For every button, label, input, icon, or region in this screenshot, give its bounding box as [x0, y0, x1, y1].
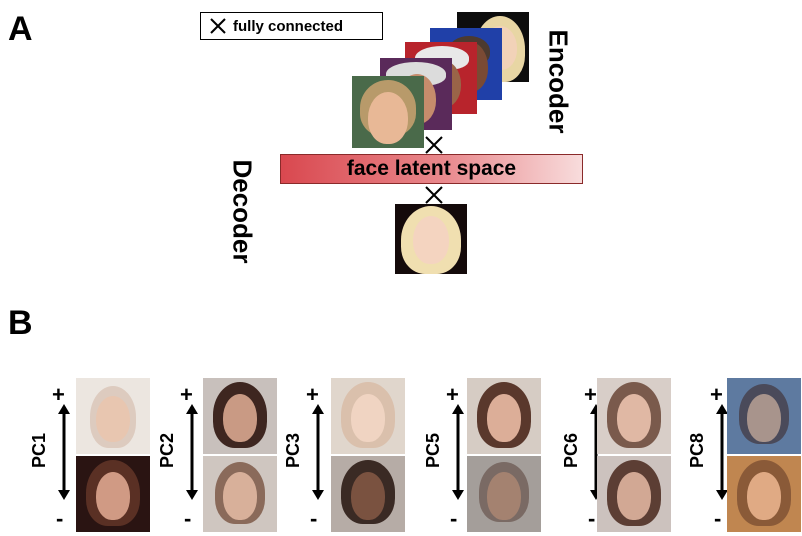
- pc1-axis-arrow: [58, 404, 70, 500]
- latent-label: face latent space: [346, 157, 517, 180]
- encoder-face-1: [352, 76, 424, 148]
- pc2-label: PC2: [157, 432, 178, 469]
- pc3-minus: -: [310, 506, 318, 531]
- pc6-plus: +: [584, 382, 597, 407]
- pc3-plus: +: [306, 382, 319, 407]
- pc3-axis-arrow: [312, 404, 324, 500]
- pc5-plus-face: [467, 378, 541, 454]
- fully-connected-icon-encoder: [425, 136, 443, 154]
- pc5-axis-arrow: [452, 404, 464, 500]
- pc8-minus-face: [727, 456, 801, 532]
- pc3-plus-face: [331, 378, 405, 454]
- fully-connected-icon-decoder: [425, 186, 443, 204]
- decoder-label: Decoder: [227, 159, 258, 264]
- pc8-axis-arrow: [716, 404, 728, 500]
- pc8-label: PC8: [687, 432, 708, 469]
- pc1-minus-face: [76, 456, 150, 532]
- pc8-plus-face: [727, 378, 801, 454]
- pc1-minus: -: [56, 506, 64, 531]
- pc2-minus-face: [203, 456, 277, 532]
- pc8-minus: -: [714, 506, 722, 531]
- pc8-plus: +: [710, 382, 723, 407]
- face-latent-space: face latent space: [280, 154, 583, 184]
- pc2-minus: -: [184, 506, 192, 531]
- pc3-label: PC3: [283, 432, 304, 469]
- pc2-plus-face: [203, 378, 277, 454]
- pc6-minus: -: [588, 506, 596, 531]
- pc6-label: PC6: [561, 432, 582, 469]
- cross-icon: [210, 18, 226, 34]
- pc2-plus: +: [180, 382, 193, 407]
- pc1-label: PC1: [29, 432, 50, 469]
- pc5-label: PC5: [423, 432, 444, 469]
- legend-label: fully connected: [233, 17, 344, 35]
- decoder-face: [395, 204, 467, 274]
- pc1-plus: +: [52, 382, 65, 407]
- pc2-axis-arrow: [186, 404, 198, 500]
- panel-a-label: A: [8, 10, 33, 48]
- pc5-minus: -: [450, 506, 458, 531]
- pc5-plus: +: [446, 382, 459, 407]
- encoder-label: Encoder: [543, 29, 574, 134]
- pc1-plus-face: [76, 378, 150, 454]
- pc3-minus-face: [331, 456, 405, 532]
- panel-b-label: B: [8, 304, 33, 342]
- pc6-plus-face: [597, 378, 671, 454]
- pc5-minus-face: [467, 456, 541, 532]
- pc6-minus-face: [597, 456, 671, 532]
- legend: fully connected: [200, 12, 383, 40]
